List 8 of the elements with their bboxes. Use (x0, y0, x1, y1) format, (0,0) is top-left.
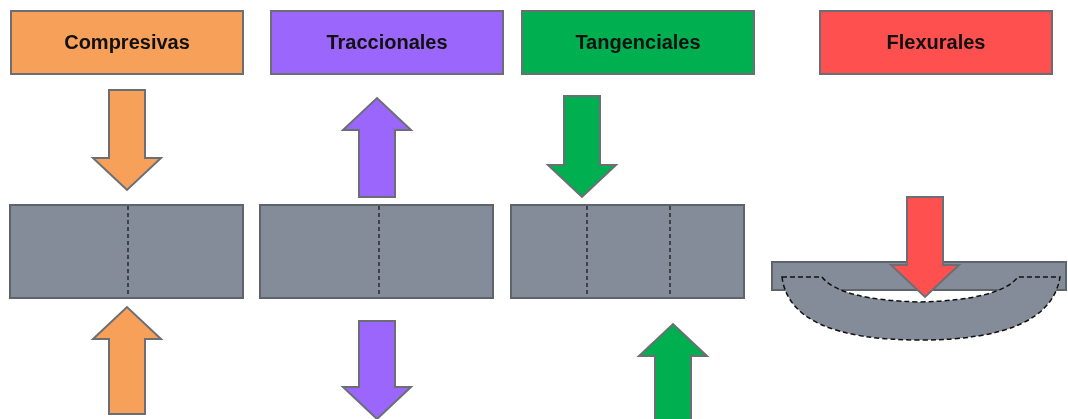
category-title: Compresivas (64, 31, 190, 54)
category-title: Traccionales (326, 31, 448, 54)
category-title: Tangenciales (575, 31, 701, 54)
category-box (10, 10, 244, 75)
category-title: Flexurales (886, 31, 986, 54)
category-box (819, 10, 1053, 75)
category-box (270, 10, 504, 75)
category-box (521, 10, 755, 75)
